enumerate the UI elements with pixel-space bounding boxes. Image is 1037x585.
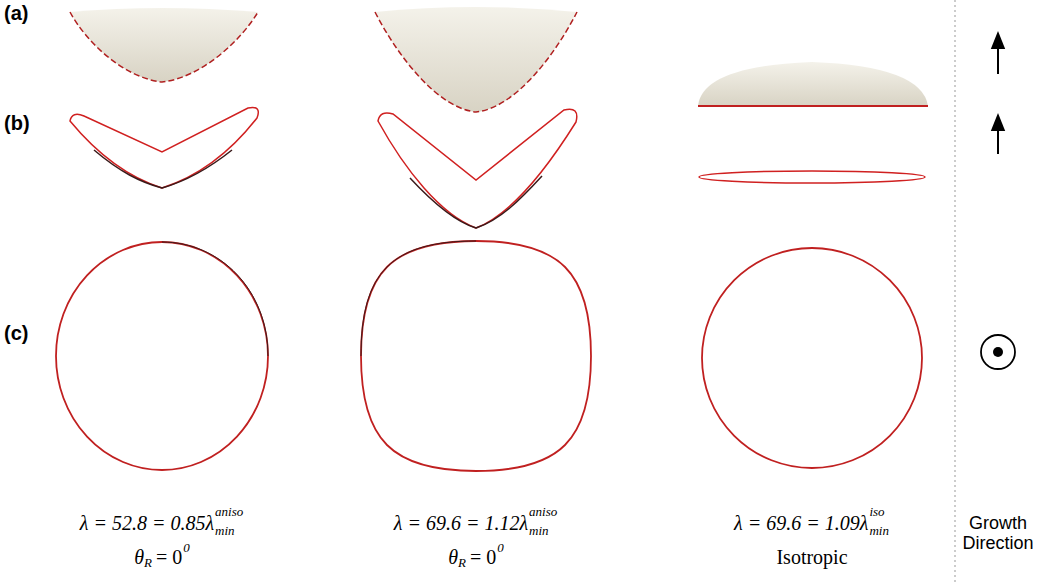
growth-arrow bbox=[997, 40, 999, 74]
eigenvalue: λ = 69.6 = 1.09λ bbox=[734, 512, 868, 534]
superscript: aniso bbox=[529, 505, 557, 519]
subscript: min bbox=[529, 524, 549, 538]
superscript: aniso bbox=[215, 505, 243, 519]
cross-section bbox=[70, 107, 258, 188]
superscript: 0 bbox=[183, 541, 190, 555]
case-label: Isotropic bbox=[776, 546, 847, 568]
superscript: 0 bbox=[497, 541, 504, 555]
axis-title: Growth Direction bbox=[958, 514, 1037, 554]
angle-symbol: θ bbox=[134, 546, 144, 568]
shell-edge bbox=[375, 12, 577, 112]
angle-value: = 0 bbox=[470, 546, 496, 568]
panel-label: (b) bbox=[4, 112, 30, 134]
shell-edge bbox=[698, 105, 928, 107]
cross-section bbox=[410, 176, 542, 228]
superscript: iso bbox=[869, 505, 884, 519]
subscript: min bbox=[215, 524, 235, 538]
top-view bbox=[56, 242, 268, 470]
angle-value: = 0 bbox=[156, 546, 182, 568]
out-of-plane-symbol bbox=[993, 347, 1003, 357]
top-view bbox=[162, 242, 268, 356]
subscript: R bbox=[458, 556, 466, 570]
eigenvalue: λ = 52.8 = 0.85λ bbox=[80, 512, 214, 534]
subscript: min bbox=[869, 524, 889, 538]
eigenvalue: λ = 69.6 = 1.12λ bbox=[394, 512, 528, 534]
angle-symbol: θ bbox=[448, 546, 458, 568]
out-of-plane-symbol bbox=[981, 335, 1015, 369]
top-view bbox=[361, 241, 476, 356]
panel-label: (a) bbox=[4, 2, 28, 24]
cross-section bbox=[94, 150, 232, 188]
cross-section bbox=[699, 171, 925, 183]
growth-arrow bbox=[997, 122, 999, 154]
shell-edge bbox=[70, 12, 258, 82]
subscript: R bbox=[144, 556, 152, 570]
separator-line bbox=[955, 0, 956, 585]
shell-surface bbox=[698, 62, 928, 106]
cross-section bbox=[378, 109, 577, 228]
shell-surface bbox=[375, 7, 577, 112]
top-view bbox=[361, 241, 591, 471]
panel-label: (c) bbox=[4, 322, 28, 344]
shell-surface bbox=[70, 8, 258, 82]
top-view bbox=[702, 248, 922, 468]
